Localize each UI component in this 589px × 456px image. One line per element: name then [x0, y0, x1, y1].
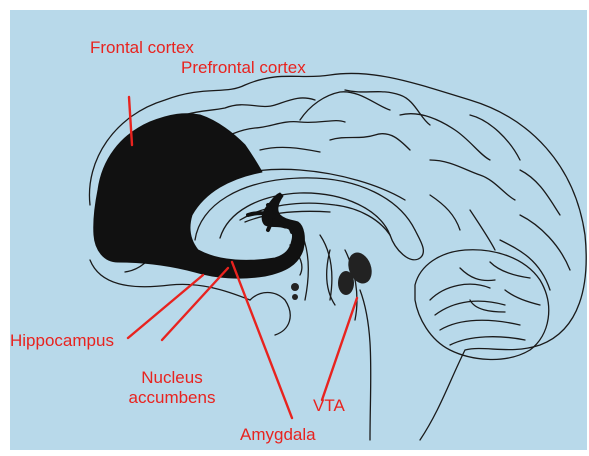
- brainstem-outline: [360, 290, 371, 440]
- midbrain-structures: [290, 245, 376, 320]
- label-hippocampus: Hippocampus: [10, 331, 114, 351]
- nucleus-accumbens-pointer: [162, 268, 228, 340]
- label-nucleus-accumbens-line1: Nucleus: [112, 368, 232, 388]
- label-nucleus-accumbens: Nucleus accumbens: [112, 368, 232, 408]
- cerebellum: [415, 250, 549, 360]
- mammillary-body-lower: [338, 271, 354, 295]
- amygdala-pointer: [232, 262, 292, 418]
- label-frontal-cortex: Frontal cortex: [90, 38, 194, 58]
- label-prefrontal-cortex: Prefrontal cortex: [181, 58, 306, 78]
- label-nucleus-accumbens-line2: accumbens: [112, 388, 232, 408]
- corpus-callosum: [195, 178, 423, 260]
- label-vta: VTA: [313, 396, 345, 416]
- vta-pointer: [322, 298, 357, 400]
- label-amygdala: Amygdala: [240, 425, 316, 445]
- prefrontal-shaded-region: [94, 114, 305, 278]
